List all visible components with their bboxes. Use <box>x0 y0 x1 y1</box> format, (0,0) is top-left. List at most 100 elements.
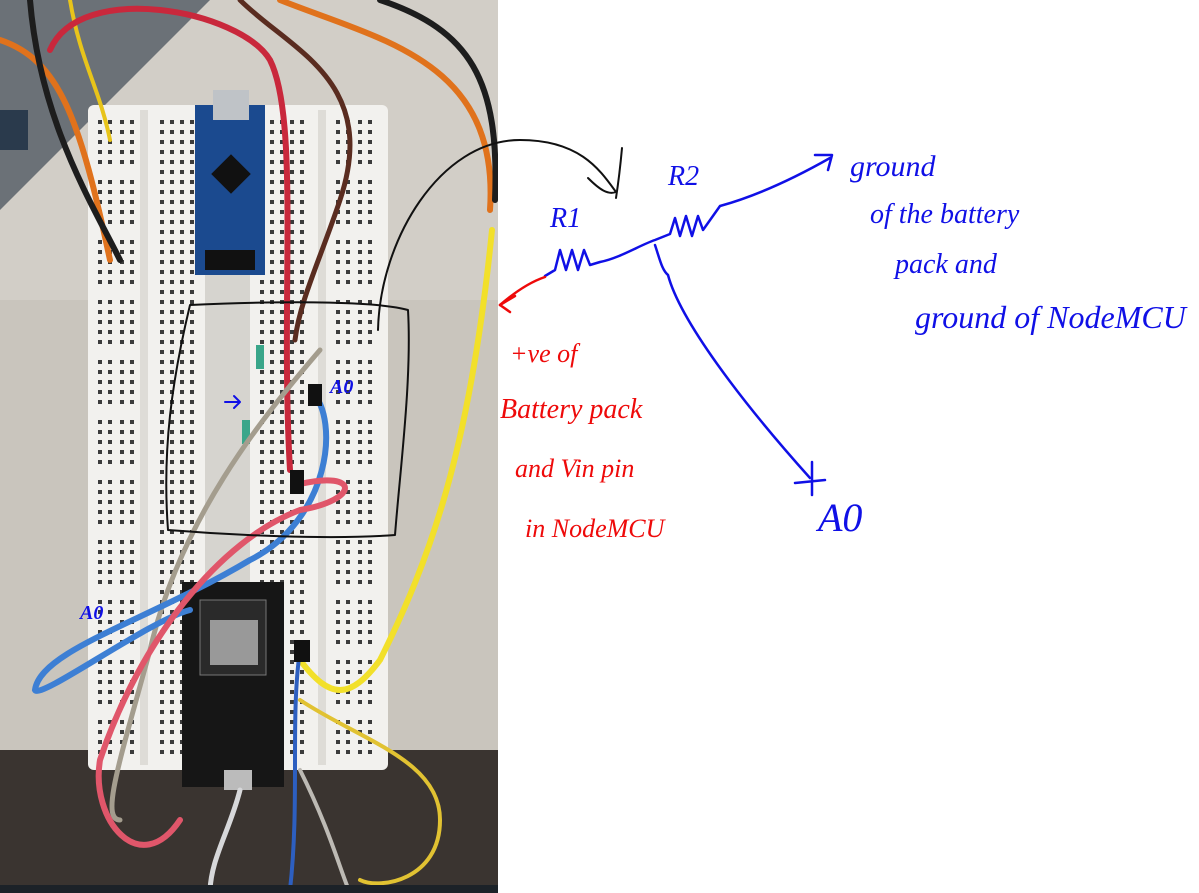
breadboard-hole <box>180 160 184 164</box>
breadboard-hole <box>358 560 362 564</box>
breadboard-hole <box>280 190 284 194</box>
breadboard-hole <box>280 530 284 534</box>
breadboard-hole <box>120 140 124 144</box>
breadboard-hole <box>130 370 134 374</box>
breadboard-hole <box>270 210 274 214</box>
breadboard-hole <box>270 380 274 384</box>
breadboard-hole <box>270 330 274 334</box>
breadboard-hole <box>170 320 174 324</box>
breadboard-hole <box>300 190 304 194</box>
breadboard-hole <box>170 520 174 524</box>
breadboard-hole <box>260 540 264 544</box>
breadboard-hole <box>290 590 294 594</box>
breadboard-hole <box>336 380 340 384</box>
breadboard-hole <box>300 530 304 534</box>
breadboard-hole <box>270 500 274 504</box>
breadboard-hole <box>160 570 164 574</box>
breadboard-hole <box>346 460 350 464</box>
breadboard-hole <box>280 350 284 354</box>
breadboard-hole <box>368 560 372 564</box>
breadboard-hole <box>98 450 102 454</box>
photo-nodemcu-a0-label: A0 <box>80 602 104 624</box>
breadboard-hole <box>368 280 372 284</box>
breadboard-hole <box>180 560 184 564</box>
breadboard-hole <box>290 200 294 204</box>
breadboard-hole <box>358 250 362 254</box>
breadboard-hole <box>358 130 362 134</box>
breadboard-hole <box>290 270 294 274</box>
breadboard-hole <box>358 520 362 524</box>
breadboard-hole <box>270 250 274 254</box>
breadboard-hole <box>180 420 184 424</box>
breadboard-hole <box>180 350 184 354</box>
breadboard-hole <box>180 220 184 224</box>
breadboard-hole <box>160 650 164 654</box>
breadboard-hole <box>180 320 184 324</box>
breadboard-hole <box>358 550 362 554</box>
breadboard-hole <box>270 190 274 194</box>
breadboard-hole <box>336 240 340 244</box>
breadboard-hole <box>290 420 294 424</box>
breadboard-hole <box>368 130 372 134</box>
breadboard-hole <box>300 280 304 284</box>
breadboard-hole <box>358 200 362 204</box>
breadboard-hole <box>300 740 304 744</box>
breadboard-hole <box>346 370 350 374</box>
breadboard-hole <box>336 260 340 264</box>
breadboard-hole <box>300 220 304 224</box>
breadboard-hole <box>170 740 174 744</box>
breadboard-hole <box>300 150 304 154</box>
breadboard-hole <box>180 520 184 524</box>
breadboard-hole <box>160 210 164 214</box>
breadboard-hole <box>120 460 124 464</box>
breadboard-hole <box>160 430 164 434</box>
breadboard-hole <box>98 480 102 484</box>
breadboard-hole <box>368 260 372 264</box>
breadboard-hole <box>270 340 274 344</box>
breadboard-hole <box>120 220 124 224</box>
breadboard-hole <box>336 270 340 274</box>
breadboard-hole <box>346 250 350 254</box>
breadboard-hole <box>120 680 124 684</box>
breadboard-hole <box>368 480 372 484</box>
breadboard-hole <box>160 660 164 664</box>
breadboard-hole <box>290 610 294 614</box>
breadboard-hole <box>368 570 372 574</box>
breadboard-hole <box>108 380 112 384</box>
breadboard-hole <box>170 260 174 264</box>
breadboard-hole <box>300 270 304 274</box>
breadboard-hole <box>290 400 294 404</box>
breadboard-hole <box>190 260 194 264</box>
breadboard-hole <box>368 240 372 244</box>
breadboard-hole <box>280 410 284 414</box>
breadboard-hole <box>190 300 194 304</box>
breadboard-hole <box>190 170 194 174</box>
breadboard-hole <box>336 220 340 224</box>
breadboard-hole <box>180 440 184 444</box>
breadboard-hole <box>300 410 304 414</box>
breadboard-hole <box>336 430 340 434</box>
breadboard-hole <box>300 670 304 674</box>
breadboard-hole <box>170 670 174 674</box>
breadboard-hole <box>98 500 102 504</box>
breadboard-photo <box>0 0 498 893</box>
breadboard-hole <box>300 540 304 544</box>
breadboard-hole <box>120 250 124 254</box>
breadboard-hole <box>108 510 112 514</box>
breadboard-hole <box>160 560 164 564</box>
breadboard-hole <box>368 520 372 524</box>
breadboard-hole <box>98 360 102 364</box>
breadboard-hole <box>300 320 304 324</box>
breadboard-hole <box>290 680 294 684</box>
breadboard-hole <box>130 380 134 384</box>
breadboard-hole <box>190 370 194 374</box>
breadboard-hole <box>346 560 350 564</box>
breadboard-hole <box>190 560 194 564</box>
breadboard-hole <box>190 190 194 194</box>
breadboard-hole <box>368 630 372 634</box>
breadboard-hole <box>358 570 362 574</box>
breadboard-hole <box>170 340 174 344</box>
breadboard-hole <box>98 180 102 184</box>
breadboard-hole <box>290 250 294 254</box>
